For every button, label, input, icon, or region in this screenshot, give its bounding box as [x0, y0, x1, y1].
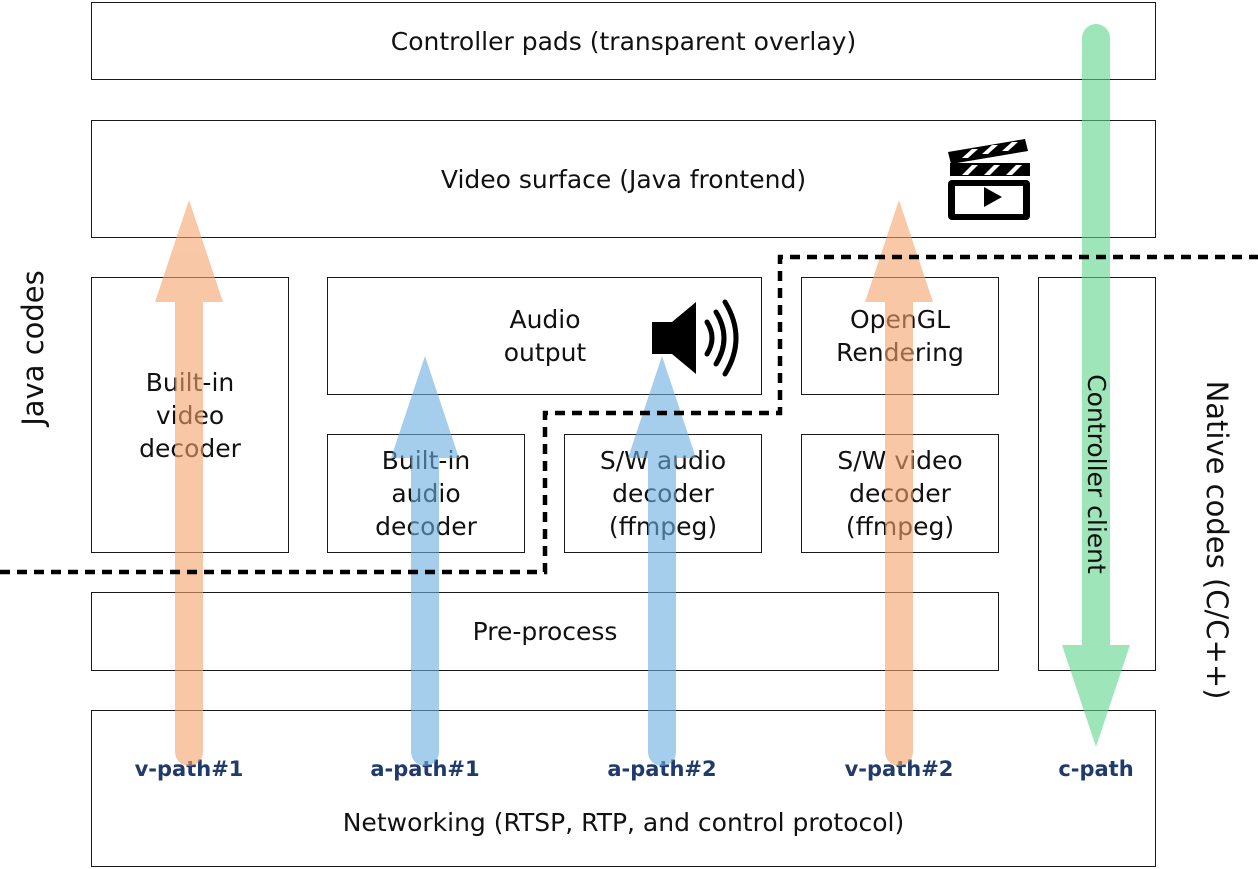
a-path-2-arrow: [628, 356, 696, 766]
java-native-boundary: [0, 254, 1258, 575]
v-path-2-arrow: [865, 200, 933, 766]
controller-client-label: Controller client: [1082, 374, 1111, 574]
v-path-1-arrow: [155, 200, 223, 766]
c-path-arrow: [1062, 24, 1130, 747]
networking-box: [91, 710, 1156, 867]
a-path-1-arrow: [391, 356, 459, 766]
path-label-c: c-path: [1058, 757, 1134, 781]
speaker-icon: [652, 299, 739, 377]
java-codes-label: Java codes: [16, 270, 50, 426]
pre-process-label: Pre-process: [472, 617, 618, 646]
controller-pads-label: Controller pads (transparent overlay): [390, 26, 857, 56]
pre-process-box: [91, 592, 999, 671]
audio-output-label: Audio output: [503, 305, 587, 367]
native-codes-label: Native codes (C/C++): [1200, 380, 1234, 700]
networking-label: Networking (RTSP, RTP, and control proto…: [342, 807, 905, 837]
video-surface-label: Video surface (Java frontend): [440, 164, 807, 194]
clapperboard-icon: [948, 139, 1030, 220]
controller-pads-box: [91, 2, 1156, 80]
